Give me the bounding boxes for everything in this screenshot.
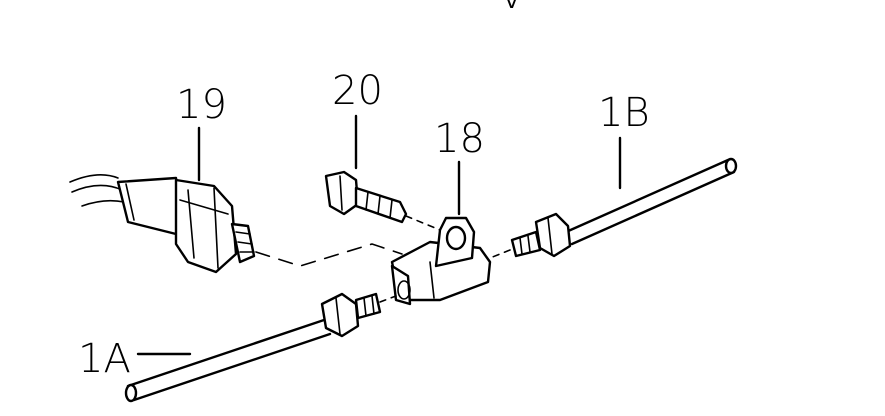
callout-top-partial: V: [498, 0, 525, 18]
callout-18: 18: [434, 116, 485, 162]
callout-20: 20: [332, 68, 383, 114]
callout-1a: 1A: [78, 336, 131, 382]
part-20-bolt: [324, 170, 441, 231]
part-19-sensor: [69, 174, 403, 274]
part-1a-line: [124, 292, 397, 403]
part-1b-line: [489, 157, 738, 259]
callout-19: 19: [176, 82, 227, 128]
callout-1b: 1B: [598, 90, 650, 136]
part-18-bracket: [390, 216, 492, 306]
